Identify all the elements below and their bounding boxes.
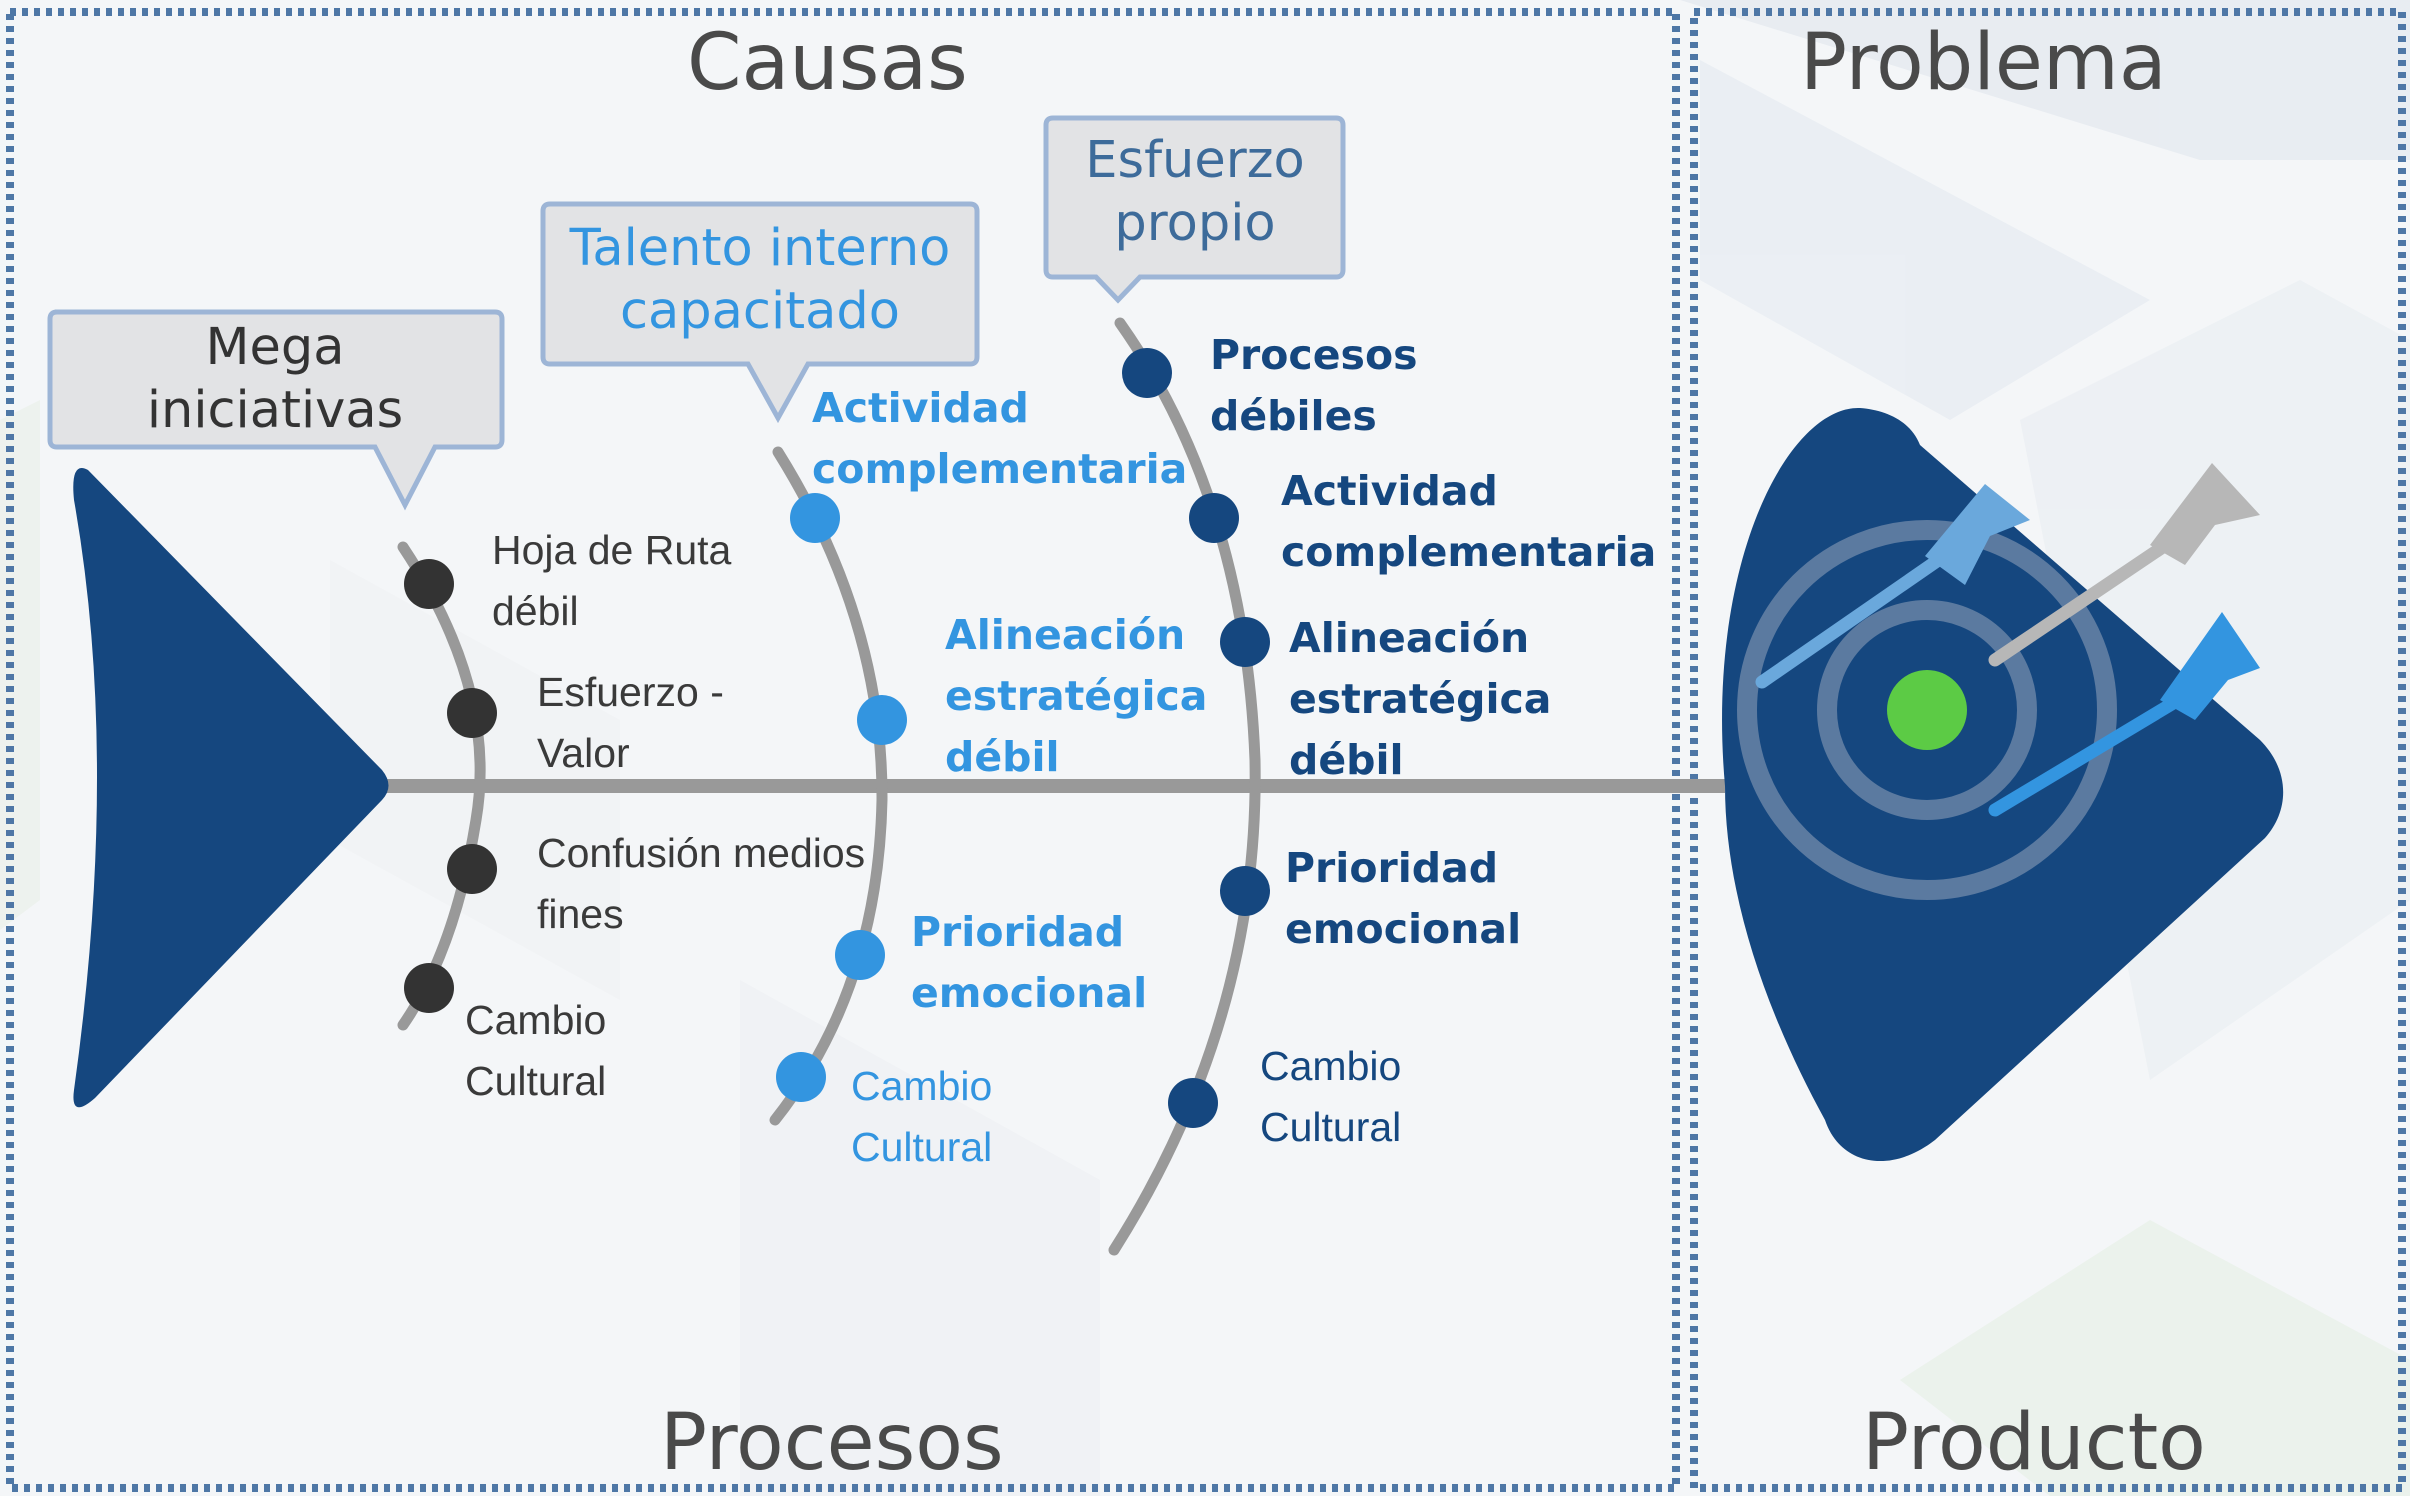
bone-dot — [790, 493, 840, 543]
cause-label: Confusión medios fines — [537, 830, 866, 938]
cause-label: Alineación estratégica débil — [945, 611, 1208, 782]
bone-dot — [447, 688, 497, 738]
cause-label: Prioridad emocional — [911, 908, 1148, 1018]
bone-dot — [1189, 493, 1239, 543]
callout-talento-label: Talento interno capacitado — [569, 219, 951, 341]
cause-label: Hoja de Ruta débil — [492, 527, 732, 635]
cause-label: Prioridad emocional — [1285, 844, 1522, 954]
problem-border — [1690, 8, 2406, 1492]
callout-esfuerzo-box — [1043, 115, 1346, 304]
cause-label: Actividad complementaria — [812, 384, 1188, 494]
bone-dot — [447, 844, 497, 894]
bone-talento — [769, 446, 888, 1126]
bone-dot — [1220, 866, 1270, 916]
bone-dot — [776, 1052, 826, 1102]
bone-dot — [404, 963, 454, 1013]
cause-label: Esfuerzo - Valor — [537, 669, 724, 777]
cause-label: Actividad complementaria — [1281, 467, 1657, 577]
dart-icon — [1988, 612, 2260, 817]
fish-tail — [73, 468, 389, 1108]
bone-dot — [1220, 617, 1270, 667]
dart-icon — [1988, 463, 2260, 667]
cause-label: Cambio Cultural — [851, 1063, 993, 1171]
cause-label: Cambio Cultural — [465, 997, 607, 1105]
callout-mega-box — [47, 309, 505, 511]
cause-label: Alineación estratégica débil — [1289, 614, 1552, 785]
causes-title: Causas — [687, 18, 968, 108]
bone-dot — [404, 559, 454, 609]
cause-label: Procesos débiles — [1210, 331, 1418, 441]
cause-label: Cambio Cultural — [1260, 1043, 1402, 1151]
bone-dot — [1168, 1078, 1218, 1128]
product-title: Producto — [1862, 1398, 2206, 1488]
bone-dot — [835, 930, 885, 980]
callout-mega-label: Mega iniciativas — [146, 318, 404, 440]
bone-dot — [857, 695, 907, 745]
callout-esfuerzo-label: Esfuerzo propio — [1085, 131, 1305, 253]
process-title: Procesos — [660, 1398, 1004, 1488]
callout-talento-box — [540, 201, 980, 424]
bone-dot — [1122, 348, 1172, 398]
bullseye-target-icon — [1737, 520, 2117, 900]
problem-title: Problema — [1800, 18, 2167, 108]
causes-border — [6, 8, 1680, 1492]
dart-icon — [1755, 484, 2030, 689]
